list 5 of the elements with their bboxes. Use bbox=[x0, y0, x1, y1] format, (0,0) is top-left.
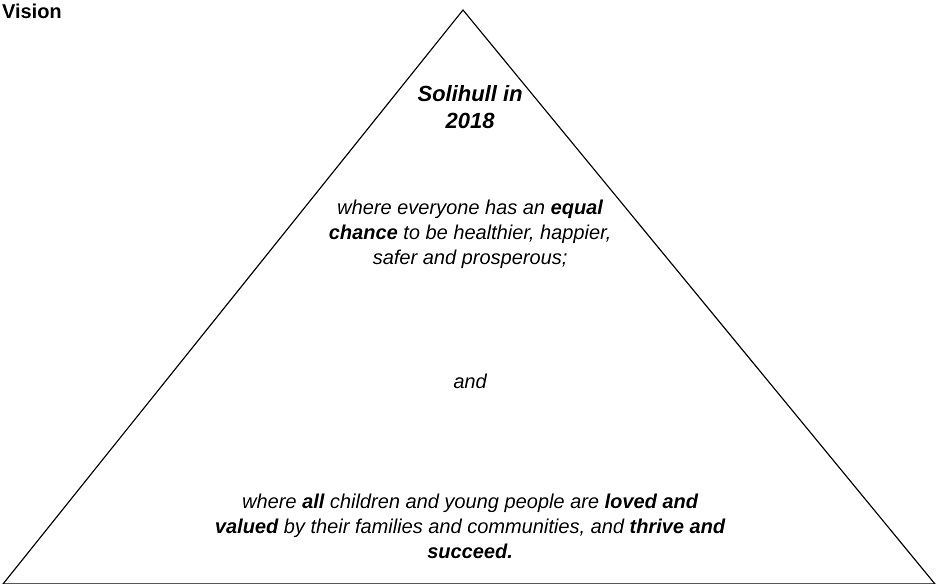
body-text: where all children and young people are loved and valued by their families and communities, and thrive and succeed. bbox=[214, 490, 726, 565]
heading-text: Solihull in 2018 bbox=[416, 80, 524, 134]
body-text: where everyone has an equal chance to be healthier, happier, safer and prosperous; bbox=[328, 196, 612, 271]
title: Vision bbox=[2, 0, 62, 24]
body-text: and bbox=[452, 370, 488, 395]
